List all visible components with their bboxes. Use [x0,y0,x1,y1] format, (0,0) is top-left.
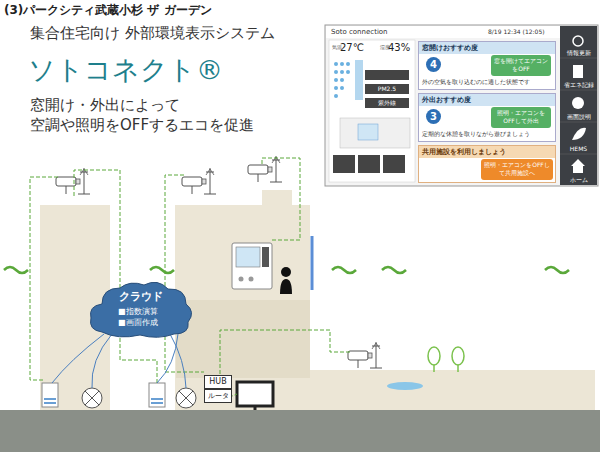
menu-label: 情報更新 [560,49,597,58]
node-text: 照明・エアコンをOFFして共用施設へ [481,159,553,180]
screen-title: Soto connection [331,28,388,36]
menu-label: HEMS [560,145,597,152]
router-box: ルータ [204,389,232,403]
menu-label: 省エネ記録 [560,81,597,90]
cloud: クラウド ■指数演算■画面作成 [88,280,194,338]
node-heading: HUB [205,377,231,386]
brand-name: ソトコネクト® [28,52,223,88]
node-heading: ルータ [205,391,231,401]
node-text: 3 [426,109,441,124]
node-text: 外の空気を取り込むのに適した状態です [422,79,530,86]
pm-label: PM2.5 [365,85,409,92]
node-heading: クラウド [88,289,194,304]
title: (3)パークシティ武蔵小杉 ザ ガーデン [4,2,212,19]
node-heading: 窓開けおすすめ度 [419,42,555,54]
menu-label: ホーム [560,176,597,185]
menu-label: 画面説明 [560,113,597,122]
subtitle: 集合住宅向け 外部環境表示システム [30,24,275,43]
node-heading: 共用施設を利用しましょう [419,146,555,158]
description: 窓開け・外出によって 空調や照明をOFFするエコを促進 [30,95,280,135]
node-text: 4 [426,57,441,72]
card: 共用施設を利用しましょう照明・エアコンをOFFして共用施設へ [418,145,556,183]
date-time: 8/19 12:34 (12:05) [488,28,545,35]
hub-box: HUB [204,375,232,389]
node-text: ■画面作成 [118,317,158,328]
node-text: ■指数演算 [118,306,158,317]
node-text: 定期的な休憩を取りながら遊びましょう [422,131,530,138]
humidity: 43% [388,42,410,53]
uv-label: 紫外線 [365,99,409,108]
node-text: 照明・エアコンをOFFして外出 [491,107,551,128]
node-text: 窓を開けてエアコンをOFF [491,55,551,76]
card: 窓開けおすすめ度 4 窓を開けてエアコンをOFF 外の空気を取り込むのに適した状態です [418,41,556,90]
node-heading: 外出おすすめ度 [419,94,555,106]
temperature: 27℃ [340,42,364,53]
card: 外出おすすめ度 3 照明・エアコンをOFFして外出定期的な休憩を取りながら遊びましょ… [418,93,556,142]
